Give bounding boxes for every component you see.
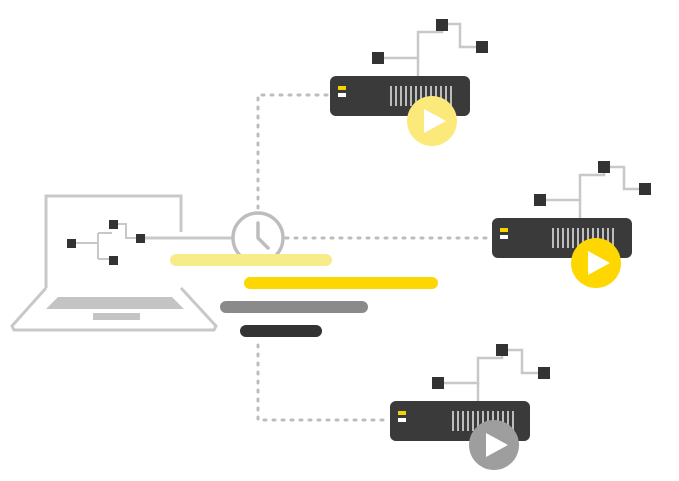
connector-top — [256, 93, 332, 210]
network-tree-icon — [372, 19, 488, 78]
server-top — [330, 19, 488, 146]
play-icon — [571, 238, 621, 288]
play-icon — [469, 420, 519, 470]
connectors — [256, 93, 494, 422]
laptop-base — [10, 286, 218, 332]
server-led — [338, 86, 346, 90]
laptop-trackpad — [93, 313, 140, 320]
server-led — [398, 418, 406, 422]
server-led — [500, 228, 508, 232]
laptop-screen — [44, 194, 183, 288]
server-led — [500, 235, 508, 239]
laptop-keyboard — [46, 297, 184, 309]
server-middle — [492, 161, 651, 288]
stream-bars — [170, 254, 438, 337]
play-icon — [407, 96, 457, 146]
server-led — [338, 93, 346, 97]
connector-bottom — [256, 343, 392, 422]
network-tree-icon — [67, 220, 145, 265]
network-tree-icon — [432, 344, 550, 403]
server-vent — [390, 86, 452, 106]
server-vent — [552, 228, 614, 248]
server-bottom — [390, 344, 550, 470]
server-led — [398, 411, 406, 415]
laptop — [10, 194, 232, 332]
network-tree-icon — [534, 161, 651, 220]
